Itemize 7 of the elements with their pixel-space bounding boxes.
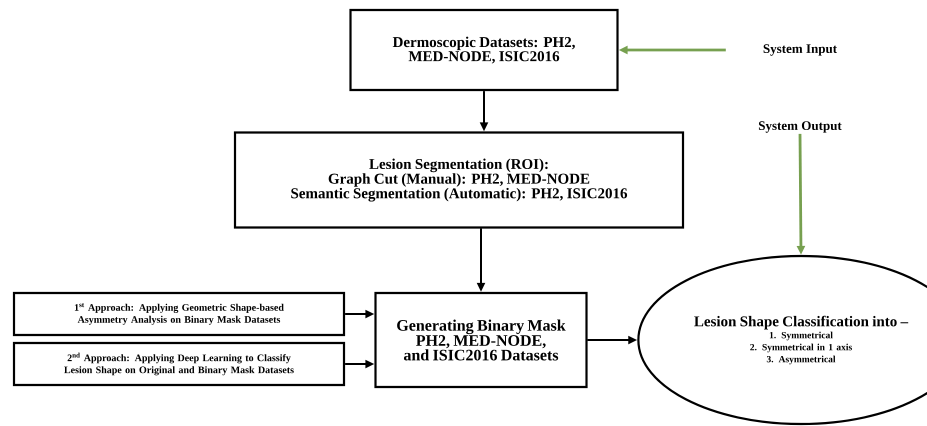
process-box: Lesion Segmentation (ROI): Graph Cut (Manual): PH2, MED-NODE Semantic Segmentation (Automatic): PH2, ISIC2016: [234, 131, 684, 229]
process-box: Generating Binary Mask PH2, MED-NODE, and ISIC2016 Datasets: [374, 292, 588, 388]
process-box: 2$^{nd}$ Approach: Applying Deep Learning to Classify Lesion Shape on Original and Binary Mask Datasets: [12, 342, 346, 386]
process-box: Dermoscopic Datasets: PH2, MED-NODE, ISIC2016: [349, 8, 619, 92]
system-label: System Input: [764, 44, 837, 56]
process-box: 1$^{st}$ Approach: Applying Geometric Shape-based Asymmetry Analysis on Binary Mask Datasets: [12, 292, 346, 336]
system-label: System Output: [758, 121, 842, 133]
